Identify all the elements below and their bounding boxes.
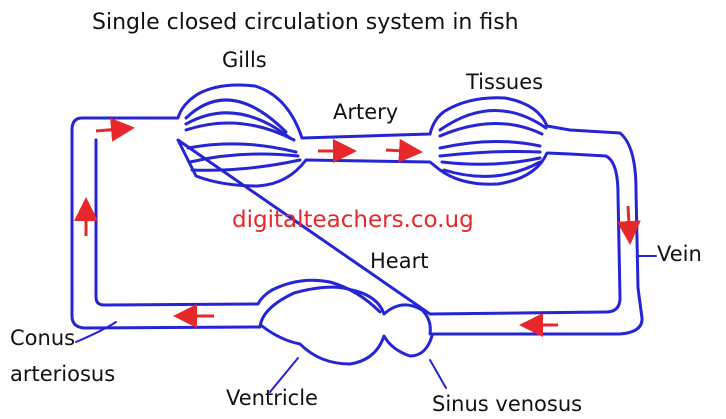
label-heart: Heart [370, 249, 428, 273]
gill-lamella-4 [188, 144, 296, 152]
sinus-leader-line [430, 360, 446, 388]
label-ventricle: Ventricle [226, 386, 318, 410]
tissue-capillary-3 [440, 141, 540, 148]
flow-arrow-vein-down [628, 206, 630, 242]
watermark-text: digitalteachers.co.ug [232, 207, 474, 233]
label-artery: Artery [333, 100, 398, 124]
label-arteriosus: arteriosus [10, 362, 115, 386]
flow-arrow-artery-2 [386, 150, 420, 152]
tissue-capillary-4 [440, 152, 540, 157]
flow-arrow-to-gills [96, 128, 132, 131]
tissue-capillary-2 [440, 123, 542, 136]
diagram-title: Single closed circulation system in fish [92, 10, 519, 35]
label-sinus-venosus: Sinus venosus [432, 392, 582, 416]
tissue-capillary-1 [440, 110, 546, 130]
tissue-capillary-5 [442, 158, 540, 164]
conus-leader-line [76, 322, 116, 342]
label-conus: Conus [10, 326, 75, 350]
label-tissues: Tissues [466, 70, 543, 94]
label-gills: Gills [222, 48, 267, 72]
label-vein: Vein [657, 242, 702, 266]
ventricle-lower-wall [262, 326, 432, 364]
